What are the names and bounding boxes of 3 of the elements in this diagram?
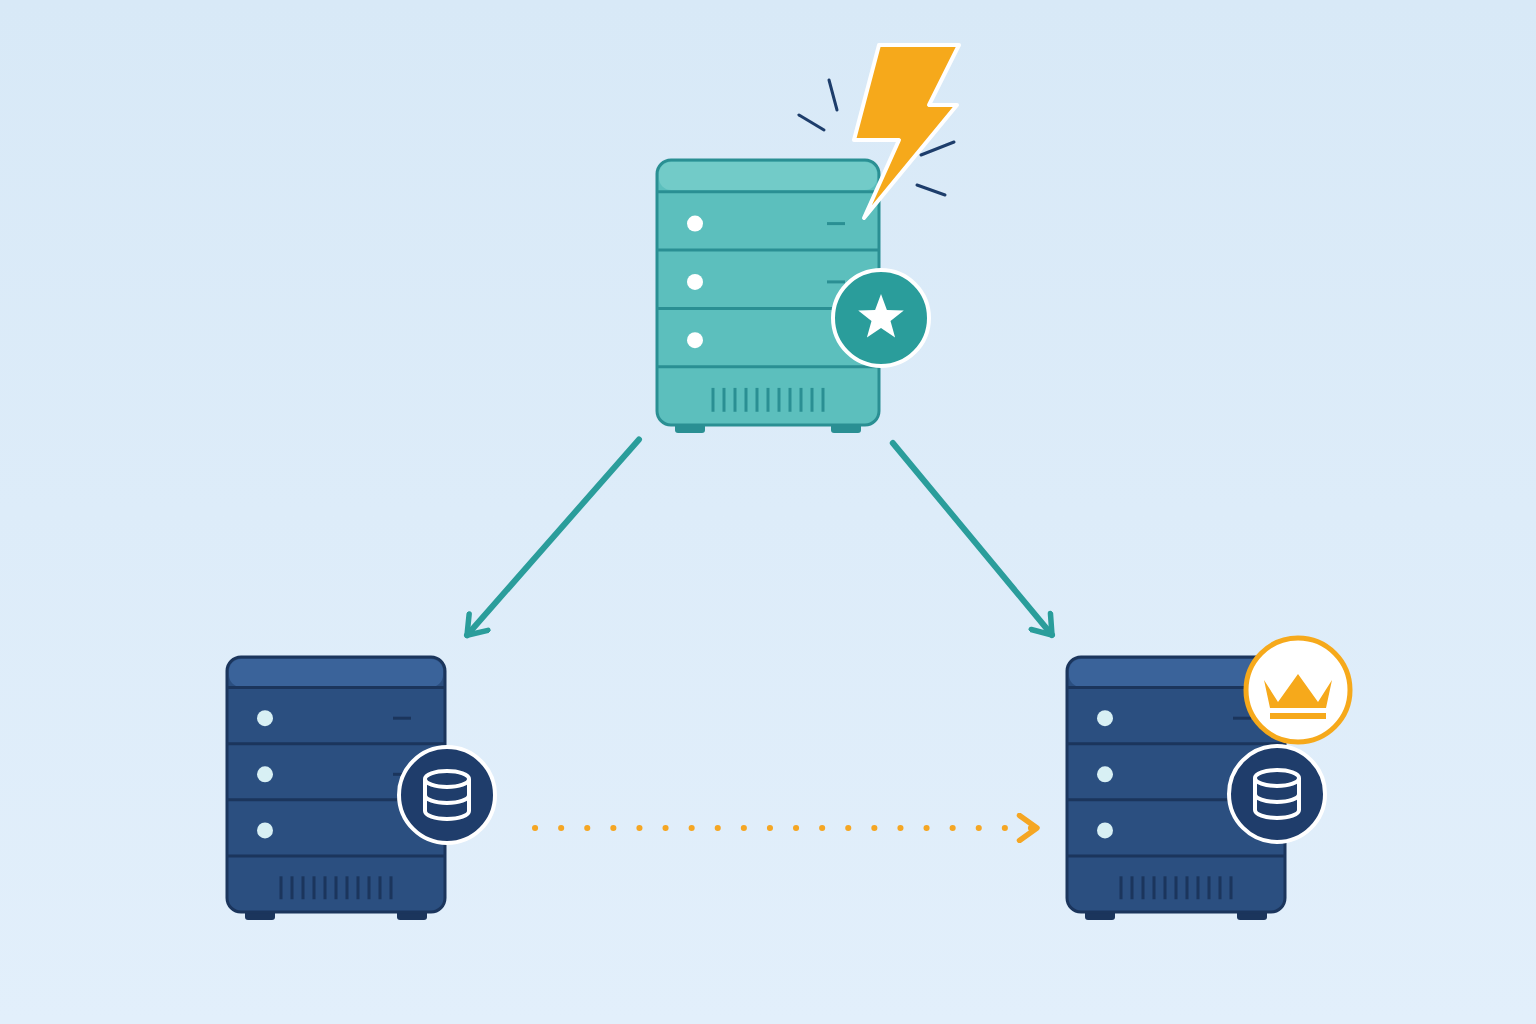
arrow: [464, 436, 642, 639]
arrow: [532, 812, 1040, 844]
arrow: [889, 440, 1055, 638]
